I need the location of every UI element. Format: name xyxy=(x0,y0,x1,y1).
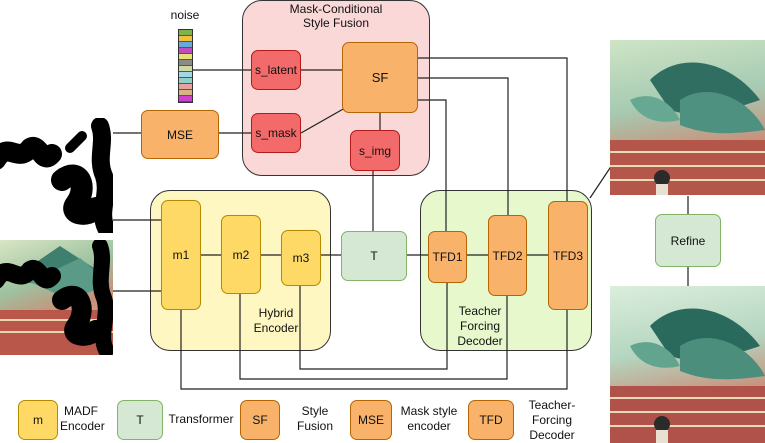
noise-label: noise xyxy=(170,8,200,22)
m1-node: m1 xyxy=(161,200,201,310)
legend-sf-desc-line1: Style xyxy=(301,404,329,418)
legend-mse-desc-line2: encoder xyxy=(407,419,451,433)
decoder-label-line1: Teacher xyxy=(458,304,502,318)
tfd1-node: TFD1 xyxy=(428,231,467,283)
output-coarse-image xyxy=(610,40,765,195)
style-fusion-title-line2: Style Fusion xyxy=(302,16,370,30)
sf-node: SF xyxy=(342,42,418,113)
noise-cell xyxy=(179,30,192,36)
legend-m-desc-line1: MADF xyxy=(64,404,98,418)
decoder-label-line3: Decoder xyxy=(457,334,503,348)
legend-t-desc: Transformer xyxy=(168,412,234,426)
legend-tfd-desc-line1: Teacher- xyxy=(528,398,576,412)
legend-t-swatch: T xyxy=(117,400,163,440)
mse-node: MSE xyxy=(141,110,219,159)
legend-tfd-desc-line3: Decoder xyxy=(529,428,575,442)
s-latent-node: s_latent xyxy=(251,50,301,90)
input-mask-image xyxy=(0,118,113,233)
m2-node: m2 xyxy=(221,215,261,294)
legend-sf-desc-line2: Fusion xyxy=(296,419,334,433)
decoder-label-line2: Forcing xyxy=(459,319,500,333)
input-masked-painting xyxy=(0,240,113,355)
hybrid-encoder-label-line2: Encoder xyxy=(253,321,299,335)
output-refined-image xyxy=(610,286,765,443)
noise-cell xyxy=(179,48,192,54)
noise-vector xyxy=(178,29,193,103)
legend-sf-swatch: SF xyxy=(240,400,280,440)
tfd3-node: TFD3 xyxy=(548,201,588,310)
noise-cell xyxy=(179,42,192,48)
noise-cell xyxy=(179,90,192,96)
transformer-node: T xyxy=(341,231,407,281)
hybrid-encoder-label-line1: Hybrid xyxy=(258,306,294,320)
legend-tfd-desc-line2: Forcing xyxy=(531,413,572,427)
noise-cell xyxy=(179,72,192,78)
noise-cell xyxy=(179,66,192,72)
noise-cell xyxy=(179,96,192,102)
noise-cell xyxy=(179,84,192,90)
legend-mse-swatch: MSE xyxy=(350,400,392,440)
m3-node: m3 xyxy=(281,230,321,286)
s-mask-node: s_mask xyxy=(251,113,301,153)
s-img-node: s_img xyxy=(350,130,400,171)
style-fusion-title-line1: Mask-Conditional xyxy=(289,2,383,16)
refine-node: Refine xyxy=(655,214,721,267)
noise-cell xyxy=(179,60,192,66)
tfd2-node: TFD2 xyxy=(488,215,527,296)
noise-cell xyxy=(179,78,192,84)
legend-m-swatch: m xyxy=(18,400,58,440)
legend-mse-desc-line1: Mask style xyxy=(400,404,458,418)
legend-m-desc-line2: Encoder xyxy=(60,419,105,433)
noise-cell xyxy=(179,36,192,42)
legend-tfd-swatch: TFD xyxy=(468,400,514,440)
noise-cell xyxy=(179,54,192,60)
